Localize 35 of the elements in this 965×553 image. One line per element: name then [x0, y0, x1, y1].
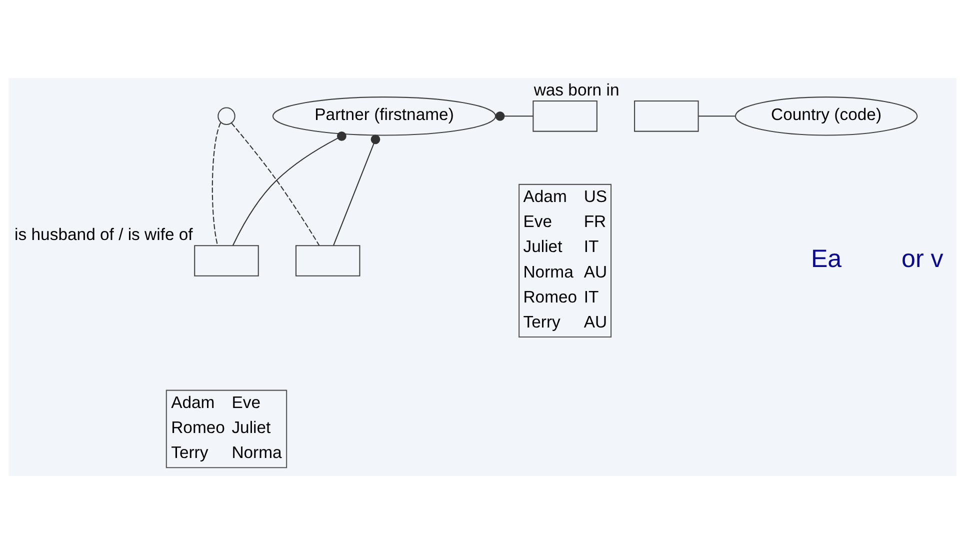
node-box — [532, 100, 598, 132]
label: AU — [584, 262, 608, 281]
label: Ea — [810, 244, 842, 273]
node-label: is husband of / is wife of — [14, 224, 193, 244]
node-box — [634, 100, 699, 132]
label: Terry — [171, 442, 208, 462]
node-box — [194, 244, 259, 276]
label: Juliet — [523, 236, 562, 256]
label: Eve — [232, 392, 261, 412]
label: Romeo — [523, 286, 578, 306]
label: or v — [902, 244, 944, 273]
label: IT — [584, 286, 599, 306]
connector — [230, 122, 320, 246]
label: IT — [584, 236, 599, 256]
connector — [333, 134, 380, 245]
label: Eve — [523, 212, 552, 231]
label: Terry — [523, 312, 560, 331]
label: Juliet — [232, 417, 271, 436]
node-ellipse: Country (code) — [734, 96, 918, 136]
node-box — [295, 244, 360, 276]
label: Adam — [523, 186, 567, 206]
label: Adam — [171, 392, 215, 412]
node-ellipse: Partner (firstname) — [272, 96, 496, 136]
connector — [232, 130, 346, 246]
label: Romeo — [171, 417, 225, 436]
label: FR — [584, 212, 606, 231]
label: AU — [584, 312, 608, 331]
label: Norma — [232, 442, 282, 462]
node-label: was born in — [534, 80, 620, 100]
connector — [212, 122, 222, 245]
connector — [495, 110, 534, 120]
connector — [698, 115, 735, 116]
label: US — [584, 186, 608, 206]
label: Norma — [523, 262, 574, 281]
node-circle — [218, 106, 236, 125]
